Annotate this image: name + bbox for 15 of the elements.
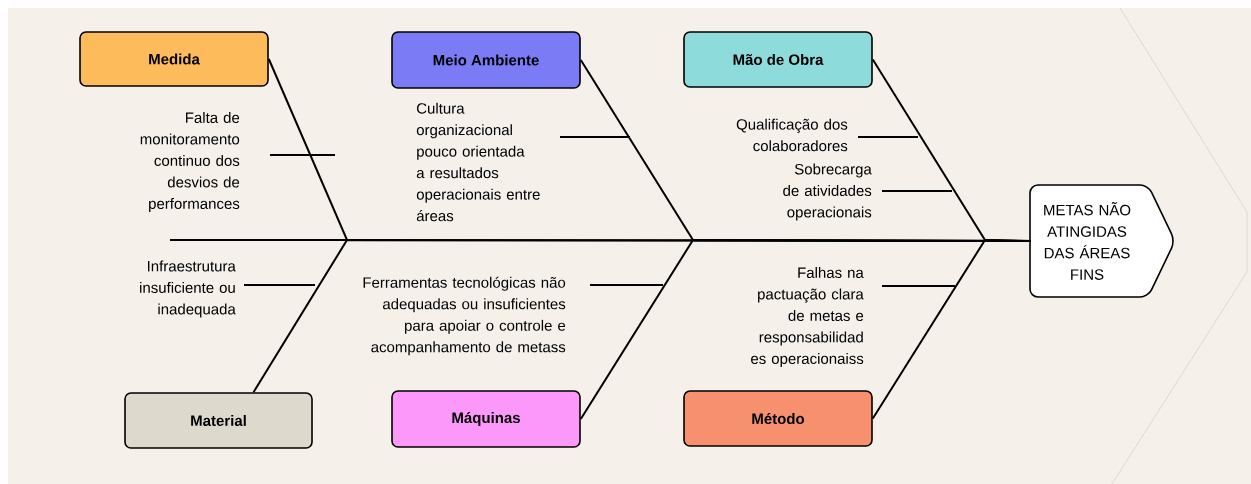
effect-box: METAS NÃO ATINGIDAS DAS ÁREAS FINS (1029, 184, 1174, 298)
category-box: Medida (79, 31, 269, 87)
category-box: Método (683, 390, 873, 447)
cause-text: Infraestrutura insuficiente ou inadequada (140, 260, 236, 318)
bone-line (871, 239, 1032, 420)
cause-text: Sobrecarga de atividades operacionais (783, 163, 872, 221)
cause-text: Qualificação dos colaboradores (736, 118, 848, 152)
cause-text: Falta de monitoramento continuo dos desvios de performances (140, 112, 240, 212)
category-box: Meio Ambiente (391, 31, 581, 89)
category-box: Máquinas (391, 390, 581, 448)
cause-text: Cultura organizacional pouco orientada a resultados operacionais entre áreas (416, 102, 540, 222)
cause-text: Ferramentas tecnológicas não adequadas ou insuficientes para apoiar o controle e acompanhamento de metass (363, 276, 566, 356)
category-box: Mão de Obra (683, 31, 873, 88)
cause-text: Falhas na pactuação clara de metas e responsabilidad es operacionaiss (751, 267, 864, 367)
category-box: Material (124, 392, 313, 449)
